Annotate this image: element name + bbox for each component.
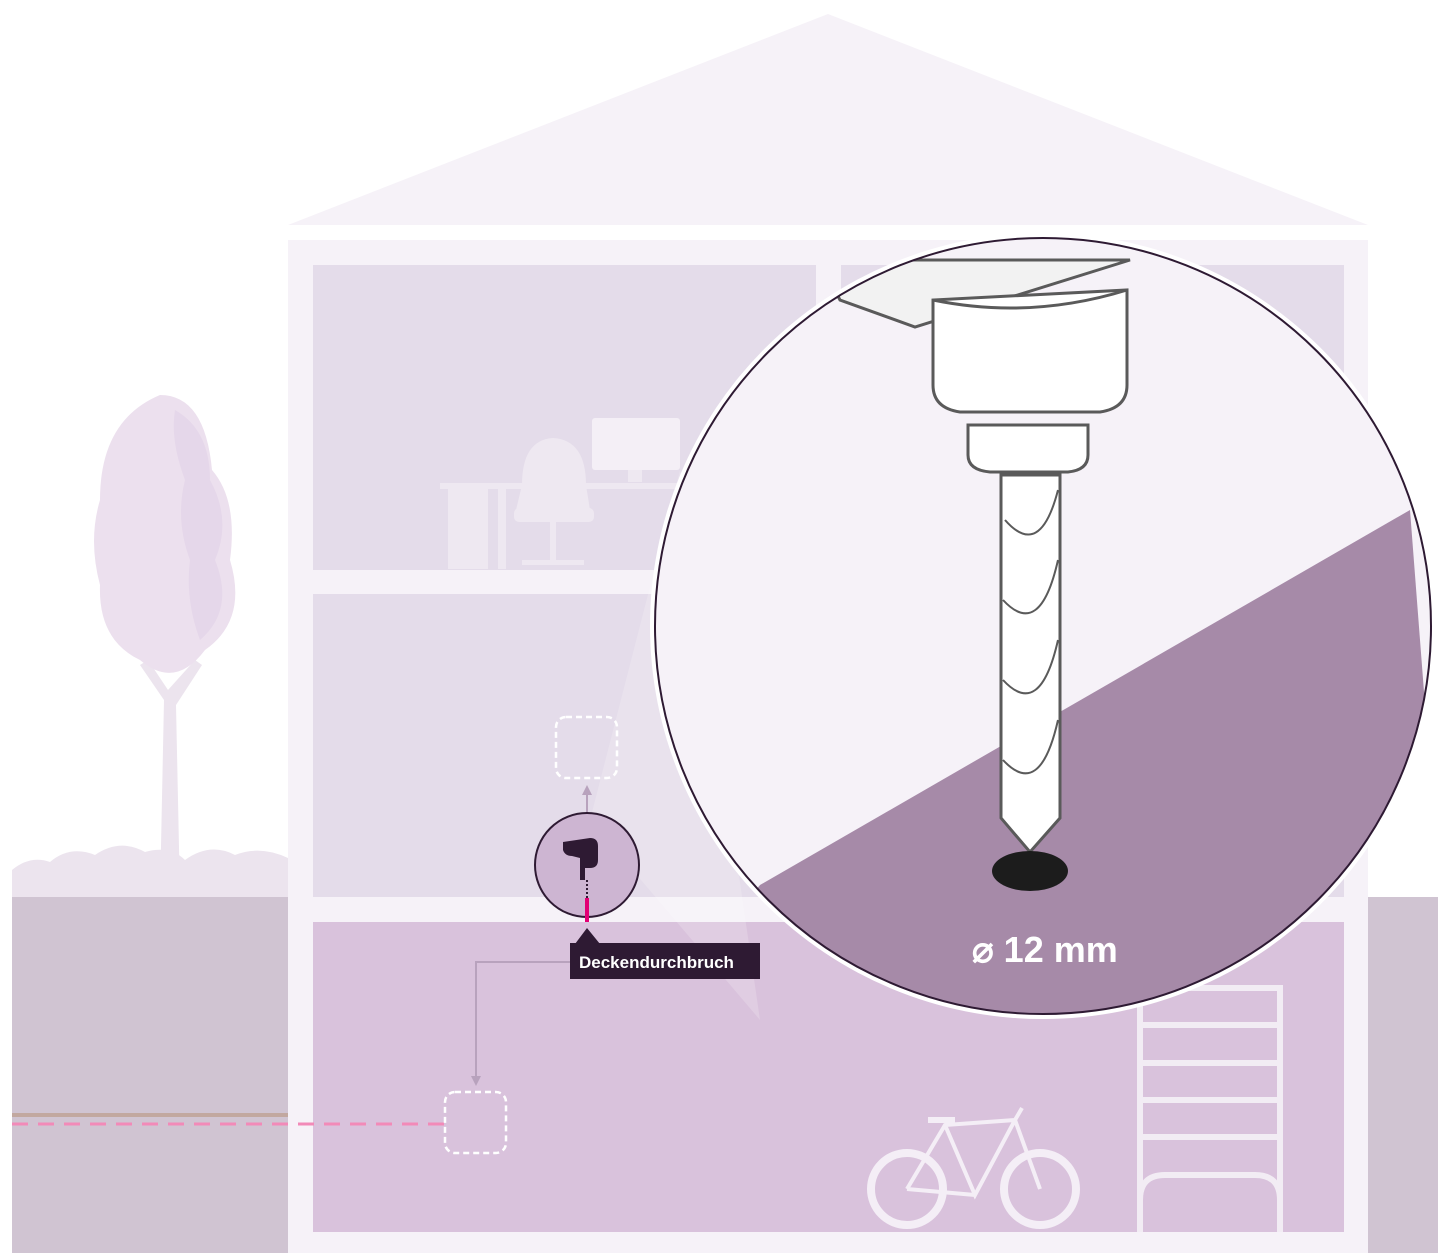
bushes — [12, 845, 288, 897]
basement-outlet-box — [443, 1090, 508, 1155]
callout-label: Deckendurchbruch — [579, 953, 734, 972]
callout-tag: Deckendurchbruch — [570, 928, 760, 979]
bicycle — [867, 1106, 1080, 1229]
ground-right — [1368, 897, 1438, 1253]
upper-outlet-box — [554, 715, 619, 780]
drill-hole — [992, 851, 1068, 891]
tree — [94, 395, 236, 895]
drill-marker — [534, 812, 640, 922]
connector-arrow-down — [475, 961, 570, 1080]
desk-with-monitor — [440, 418, 680, 569]
drill-chuck — [817, 258, 1131, 474]
ground-left — [12, 897, 288, 1253]
drill-icon — [563, 838, 598, 880]
drill-bit — [999, 473, 1062, 855]
ladder — [1137, 985, 1283, 1232]
house-roof — [288, 14, 1368, 225]
diameter-label: ⌀ 12 mm — [972, 929, 1118, 970]
zoom-detail: ⌀ 12 mm — [650, 233, 1436, 1019]
